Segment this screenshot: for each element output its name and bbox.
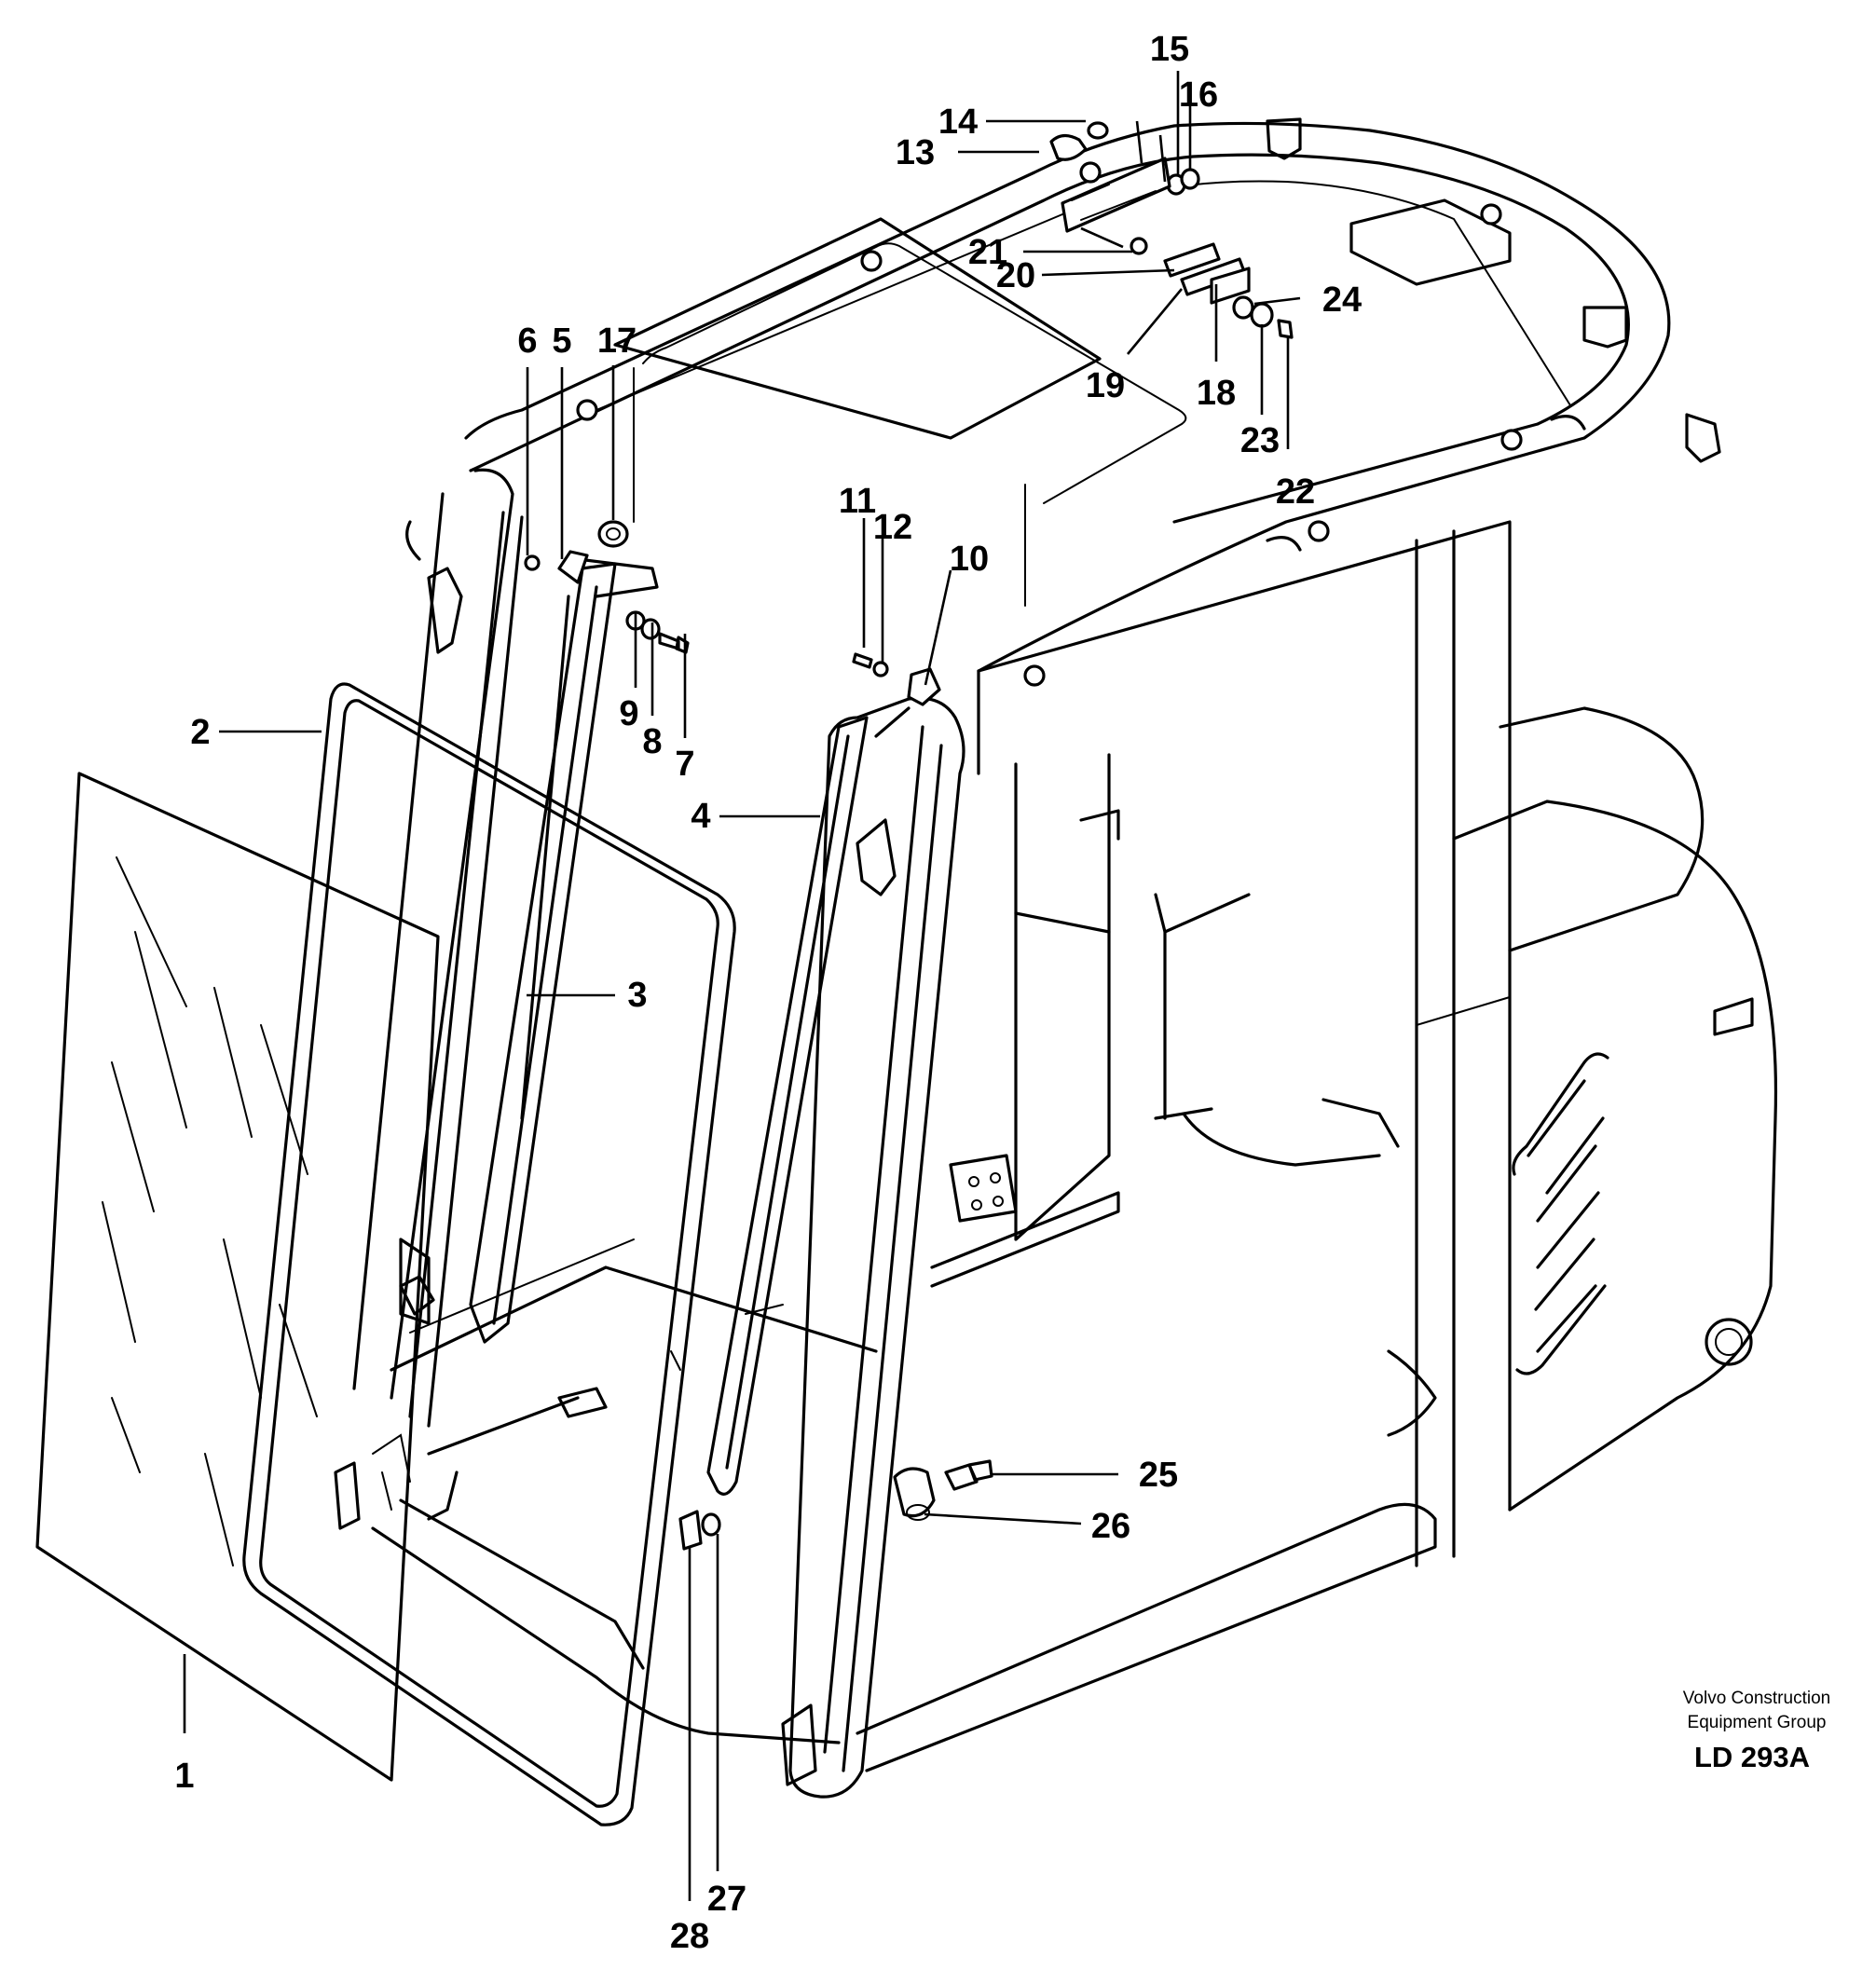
callout-27: 27: [707, 1880, 746, 1919]
callout-25: 25: [1139, 1456, 1178, 1495]
part-10-bumper: [907, 667, 941, 706]
part-11-bolt: [852, 652, 873, 669]
callout-19: 19: [1086, 366, 1125, 405]
part-13-knob: [1049, 133, 1088, 161]
callout-16: 16: [1179, 75, 1218, 115]
part-21-bolt: [1130, 237, 1148, 255]
credit-line-2: Equipment Group: [1688, 1713, 1827, 1732]
callout-7: 7: [675, 745, 694, 784]
callout-5: 5: [552, 321, 571, 361]
drawing-code: LD 293A: [1694, 1741, 1810, 1773]
hardware: [524, 121, 1294, 1551]
callout-24: 24: [1322, 280, 1362, 320]
callout-23: 23: [1240, 421, 1280, 460]
front-pillar: [781, 696, 965, 1799]
callout-15: 15: [1150, 30, 1189, 69]
callout-26: 26: [1091, 1507, 1130, 1546]
part-23-washer: [1250, 302, 1274, 328]
callout-17: 17: [597, 321, 637, 361]
callout-13: 13: [896, 133, 935, 172]
part-14-washer: [1087, 121, 1109, 140]
part-17-grommet: [597, 520, 629, 548]
part-12-nut: [872, 661, 889, 677]
part-27-washer: [701, 1512, 721, 1537]
callout-20: 20: [996, 256, 1035, 295]
callout-22: 22: [1276, 472, 1315, 512]
part-18-catch: [1210, 267, 1251, 305]
callout-labels: 1 2 3 4 5 6 7 8 9 10 11 12 13 14 15 16 1…: [174, 30, 1362, 1956]
cab-body: [856, 520, 1778, 1772]
callout-1: 1: [174, 1757, 194, 1796]
callout-10: 10: [950, 540, 989, 579]
callout-14: 14: [938, 103, 978, 142]
callout-8: 8: [642, 722, 662, 761]
callout-2: 2: [190, 713, 210, 752]
part-7-bolt: [658, 632, 690, 654]
part-2-window-seal: [242, 682, 736, 1826]
credit-block: Volvo Construction Equipment Group LD 29…: [1683, 1689, 1830, 1773]
door-frame: [334, 468, 524, 1530]
part-8-washer: [640, 618, 661, 640]
callout-4: 4: [691, 797, 710, 836]
part-5-bracket: [557, 550, 589, 584]
callout-18: 18: [1197, 374, 1236, 413]
callout-3: 3: [627, 976, 647, 1015]
part-1-glass-pane: [35, 772, 440, 1782]
credit-line-1: Volvo Construction: [1683, 1689, 1830, 1708]
part-4-rail: [706, 716, 869, 1496]
callout-21: 21: [968, 233, 1007, 272]
part-16-nut: [1180, 168, 1200, 190]
roof-latch: [1061, 157, 1171, 233]
part-24-washer: [1232, 295, 1254, 320]
part-26-stop: [893, 1467, 936, 1518]
part-22-bolt: [1277, 319, 1294, 339]
callout-6: 6: [517, 321, 537, 361]
callout-9: 9: [619, 694, 638, 733]
part-3-seal-strip: [469, 557, 659, 1344]
callout-12: 12: [873, 508, 912, 547]
callout-28: 28: [670, 1917, 709, 1956]
part-25-bolt: [944, 1459, 993, 1491]
part-6-nut: [524, 554, 541, 571]
part-28-clip: [678, 1510, 703, 1551]
callout-11: 11: [839, 482, 876, 521]
leader-lines: [183, 71, 1301, 1901]
